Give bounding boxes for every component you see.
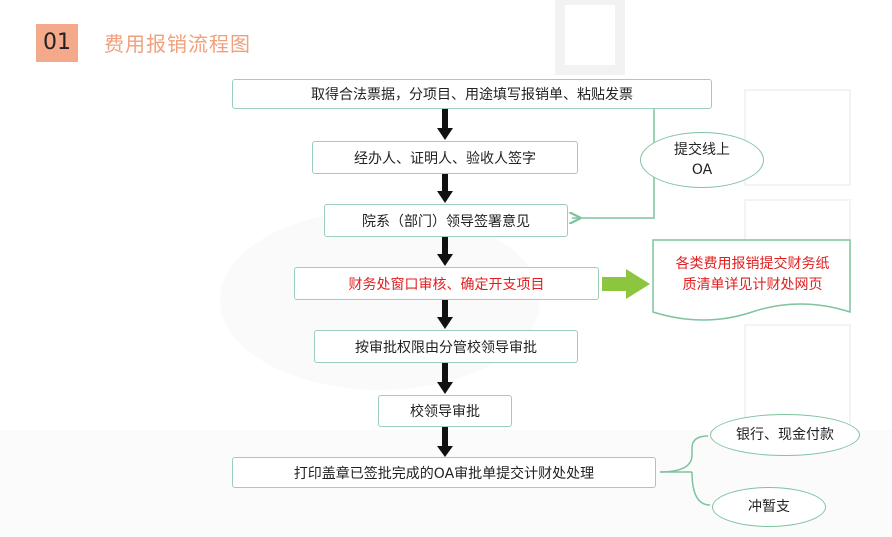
note-shape — [652, 239, 851, 321]
oa-label-line2: OA — [691, 162, 713, 178]
step-finance-review: 财务处窗口审核、确定开支项目 — [294, 267, 599, 300]
step-sign: 经办人、证明人、验收人签字 — [312, 141, 578, 174]
step-dept-approval: 院系（部门）领导签署意见 — [324, 204, 568, 237]
arrow-step2-step3 — [437, 174, 453, 203]
finance-note: 各类费用报销提交财务纸 质清单详见计财处网页 — [655, 254, 850, 296]
step-leader-approval: 校领导审批 — [378, 395, 512, 427]
green-arrow-icon — [602, 269, 650, 299]
oa-submit-ellipse: 提交线上 OA — [640, 132, 764, 188]
arrow-step3-step4 — [437, 237, 453, 266]
options-bracket — [659, 435, 711, 506]
note-line2: 质清单详见计财处网页 — [682, 277, 823, 293]
arrow-step4-step5 — [437, 300, 453, 329]
step-submit-invoices: 取得合法票据，分项目、用途填写报销单、粘贴发票 — [232, 79, 712, 109]
arrow-step6-step7 — [437, 427, 453, 457]
step-vp-approval: 按审批权限由分管校领导审批 — [314, 330, 578, 363]
option-bank-cash: 银行、现金付款 — [710, 414, 860, 456]
oa-label-line1: 提交线上 — [674, 142, 730, 158]
section-number: 01 — [36, 24, 78, 62]
arrow-step1-step2 — [437, 109, 453, 140]
page-title: 费用报销流程图 — [104, 32, 251, 56]
option-advance-offset: 冲暂支 — [712, 487, 826, 527]
note-line1: 各类费用报销提交财务纸 — [675, 256, 830, 272]
step-print-submit: 打印盖章已签批完成的OA审批单提交计财处处理 — [232, 457, 656, 488]
arrow-step5-step6 — [437, 363, 453, 394]
